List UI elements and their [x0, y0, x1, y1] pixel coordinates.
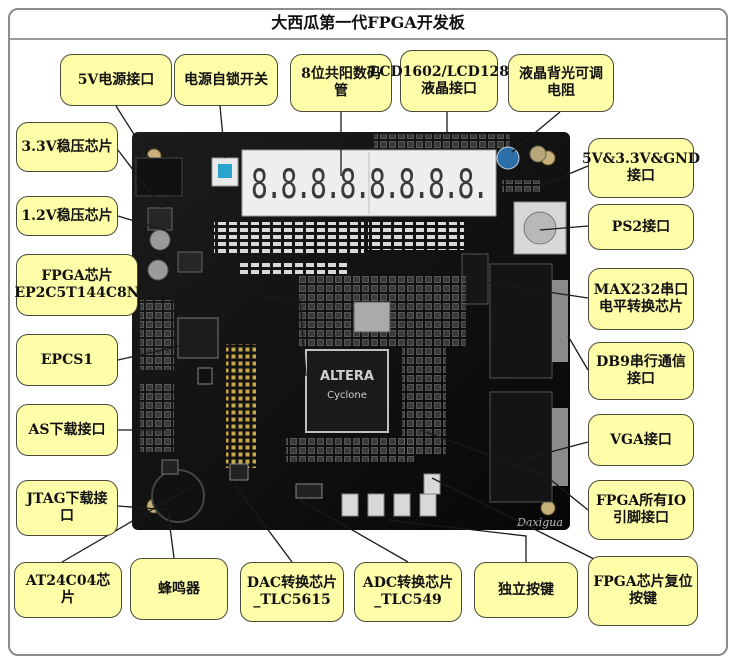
fpga-chip	[305, 349, 389, 433]
label-vga: VGA接口	[588, 414, 694, 466]
label-reg12: 1.2V稳压芯片	[16, 196, 118, 236]
jtag-header	[140, 382, 174, 452]
leader-power-jack	[115, 105, 155, 167]
label-max232: MAX232串口电平转换芯片	[588, 268, 694, 330]
dc-jack	[135, 157, 183, 197]
label-lcd: LCD1602/LCD12864液晶接口	[369, 50, 529, 112]
label-keys: 独立按键	[474, 562, 578, 618]
seven-segment-digits: 8.8.8.8.8.8.8.8.	[251, 162, 487, 208]
fpga-chip-brand: ALTERA	[320, 369, 374, 384]
leader-io	[419, 429, 589, 511]
vga-connector	[489, 391, 553, 503]
power-output-header	[502, 180, 542, 192]
tactile-key	[341, 493, 359, 517]
label-power-switch: 电源自锁开关	[174, 54, 278, 106]
fpga-chip-family: Cyclone	[327, 390, 367, 401]
leader-vout	[539, 165, 589, 187]
leader-backlight	[511, 111, 561, 153]
dac-chip	[229, 463, 249, 481]
lcd-header	[374, 134, 510, 148]
leader-epcs	[117, 341, 199, 361]
fpga-board-photo: 8.8.8.8.8.8.8.8. ALTERA Cyclone	[132, 132, 570, 530]
epcs-area	[177, 317, 219, 359]
leader-reg12	[117, 215, 185, 237]
db9-shell	[552, 280, 568, 362]
label-adc: ADC转换芯片_TLC549	[354, 562, 462, 622]
leader-reg33	[117, 149, 163, 209]
gpio-pins	[226, 344, 256, 468]
label-reset: FPGA芯片复位按键	[588, 556, 698, 626]
label-at24: AT24C04芯片	[14, 562, 122, 618]
smd-resistor-array	[238, 262, 348, 276]
power-switch-cap	[218, 164, 232, 178]
tactile-key	[367, 493, 385, 517]
leader-jtag	[117, 505, 171, 511]
ps2-socket	[523, 211, 557, 245]
leader-fpga	[137, 281, 307, 377]
leader-buzzer	[167, 511, 175, 559]
vga-shell	[552, 408, 568, 486]
crystal-oscillator	[353, 301, 391, 333]
trimmer-potentiometer	[496, 146, 520, 170]
pot-knob	[529, 145, 547, 163]
label-vout: 5V&3.3V&GND接口	[582, 138, 700, 198]
leader-db9	[567, 335, 589, 371]
leader-max232	[467, 279, 589, 299]
leader-ps2	[539, 225, 589, 231]
leader-adc	[299, 499, 409, 563]
epcs1-chip	[197, 367, 213, 385]
label-power-jack: 5V电源接口	[60, 54, 172, 106]
leader-reset	[431, 477, 617, 571]
reset-button	[423, 473, 441, 495]
at24c04-chip	[161, 459, 179, 475]
as-header	[140, 300, 174, 370]
capacitor	[147, 259, 169, 281]
label-reg33: 3.3V稳压芯片	[16, 122, 118, 172]
leader-at24	[61, 483, 197, 563]
label-jtag: JTAG下载接口	[16, 480, 118, 536]
figure-title: 大西瓜第一代FPGA开发板	[271, 13, 465, 32]
leader-keys	[387, 519, 527, 562]
smd-resistor-array	[368, 222, 464, 250]
label-fpga: FPGA芯片EP2C5T144C8N	[14, 254, 140, 316]
label-db9: DB9串行通信接口	[588, 342, 694, 400]
label-dac: DAC转换芯片_TLC5615	[240, 562, 344, 622]
figure-frame	[8, 8, 728, 656]
label-buzzer: 蜂鸣器	[130, 558, 228, 620]
title-divider	[10, 38, 726, 40]
label-as-port: AS下载接口	[16, 404, 118, 456]
label-io: FPGA所有IO引脚接口	[588, 480, 694, 540]
label-epcs: EPCS1	[16, 334, 118, 386]
tactile-key	[393, 493, 411, 517]
label-backlight: 液晶背光可调电阻	[508, 54, 614, 112]
smd-resistor-array	[214, 222, 364, 254]
leader-power-switch	[219, 105, 226, 159]
label-ps2: PS2接口	[588, 204, 694, 250]
io-header-bottom	[286, 436, 416, 462]
leader-dac	[233, 483, 293, 563]
label-seven-seg: 8位共阳数码管	[290, 54, 392, 112]
adc-chip	[295, 483, 323, 499]
leader-vga	[519, 441, 589, 461]
max232-chip	[461, 253, 489, 305]
capacitor	[149, 229, 171, 251]
regulator-1v2	[177, 251, 203, 273]
db9-connector	[489, 263, 553, 379]
